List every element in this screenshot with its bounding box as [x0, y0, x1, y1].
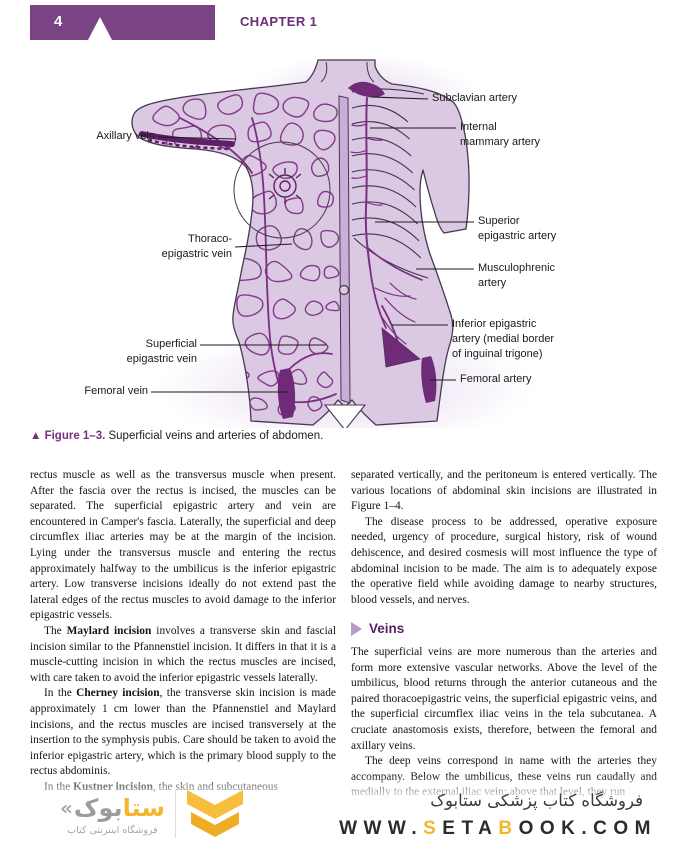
setabook-logo: « ستابوک فروشگاه اینترنتی کتاب [60, 788, 244, 840]
logo-guillemet: « [60, 795, 73, 820]
subclavian-artery-shape [348, 81, 385, 98]
figure-caption: ▲ Figure 1–3. Superficial veins and arte… [30, 430, 650, 442]
figure-label-femoral-vein: Femoral vein [84, 385, 148, 397]
figure-label-subclavian-artery: Subclavian artery [432, 92, 517, 104]
neck-contours [320, 61, 375, 83]
figure-caption-label: ▲ Figure 1–3. [30, 430, 106, 442]
logo-wordmark-end: بوک [73, 793, 123, 822]
logo-subtitle: فروشگاه اینترنتی کتاب [67, 824, 158, 836]
areola [268, 168, 302, 204]
chapter-title: CHAPTER 1 [240, 14, 318, 29]
figure-label-inferior-epigastric-artery: Inferior epigastric artery (medial borde… [452, 318, 555, 360]
watermark-url: WWW.SETABOOK.COM [339, 818, 657, 839]
inguinal-patch [381, 327, 421, 368]
logo-wordmark-start: ستا [122, 793, 165, 822]
figure-label-thoracoepigastric-vein: Thoraco- epigastric vein [161, 233, 232, 260]
section-heading-label: Veins [369, 621, 405, 637]
body-text: rectus muscle as well as the transversus… [30, 468, 657, 801]
groin-notch [323, 404, 367, 428]
right-column: separated vertically, and the peritoneum… [351, 468, 657, 801]
paragraph-maylard: The Maylard incision involves a transver… [30, 624, 336, 684]
paragraph: The superficial veins are more numerous … [351, 645, 657, 752]
figure-label-superior-epigastric-artery: Superior epigastric artery [478, 215, 557, 242]
figure-label-axillary-vein: Axillary vein [96, 130, 155, 142]
leader-lines [151, 96, 474, 393]
figure-anatomy: Axillary vein Thoraco- epigastric vein S… [30, 58, 657, 428]
breast-outline [233, 141, 331, 239]
arteries [350, 97, 423, 359]
umbilicus [338, 284, 350, 296]
axillary-vein-shape [139, 131, 235, 147]
figure-label-internal-mammary-artery: Internal mammary artery [460, 121, 541, 148]
paragraph: separated vertically, and the peritoneum… [351, 469, 657, 513]
paragraph-cherney: In the Cherney incision, the transverse … [30, 687, 336, 778]
femoral-artery-shape [421, 356, 437, 403]
midline-band [338, 95, 351, 404]
femoral-vein-shape [277, 368, 296, 419]
logo-wordmark: « ستابوک [60, 793, 165, 823]
left-column: rectus muscle as well as the transversus… [30, 468, 336, 801]
logo-divider [174, 790, 176, 838]
costal-margin [353, 237, 429, 279]
watermark-store-name: فروشگاه کتاب پزشکی ستابوک [430, 791, 643, 810]
banner-notch [88, 17, 112, 40]
watermark-fade [0, 775, 687, 849]
paragraph: The disease process to be addressed, ope… [351, 515, 657, 606]
figure-caption-text: Superficial veins and arteries of abdome… [105, 430, 324, 442]
rib-cage [351, 104, 422, 259]
logo-chevron-icon [186, 790, 243, 837]
section-arrow-icon [351, 622, 362, 637]
axillary-vein-branches [147, 138, 231, 151]
torso-illustration [131, 58, 535, 428]
figure-label-musculophrenic-artery: Musculophrenic artery [478, 262, 556, 289]
page-number: 4 [54, 13, 63, 30]
paragraph: rectus muscle as well as the transversus… [30, 469, 336, 622]
figure-label-femoral-artery: Femoral artery [460, 373, 532, 385]
page-number-banner: 4 [30, 5, 215, 40]
logo-wordmark-block: « ستابوک فروشگاه اینترنتی کتاب [60, 793, 165, 836]
section-heading-veins: Veins [351, 621, 657, 637]
figure-label-superficial-epigastric-vein: Superficial epigastric vein [126, 338, 197, 365]
